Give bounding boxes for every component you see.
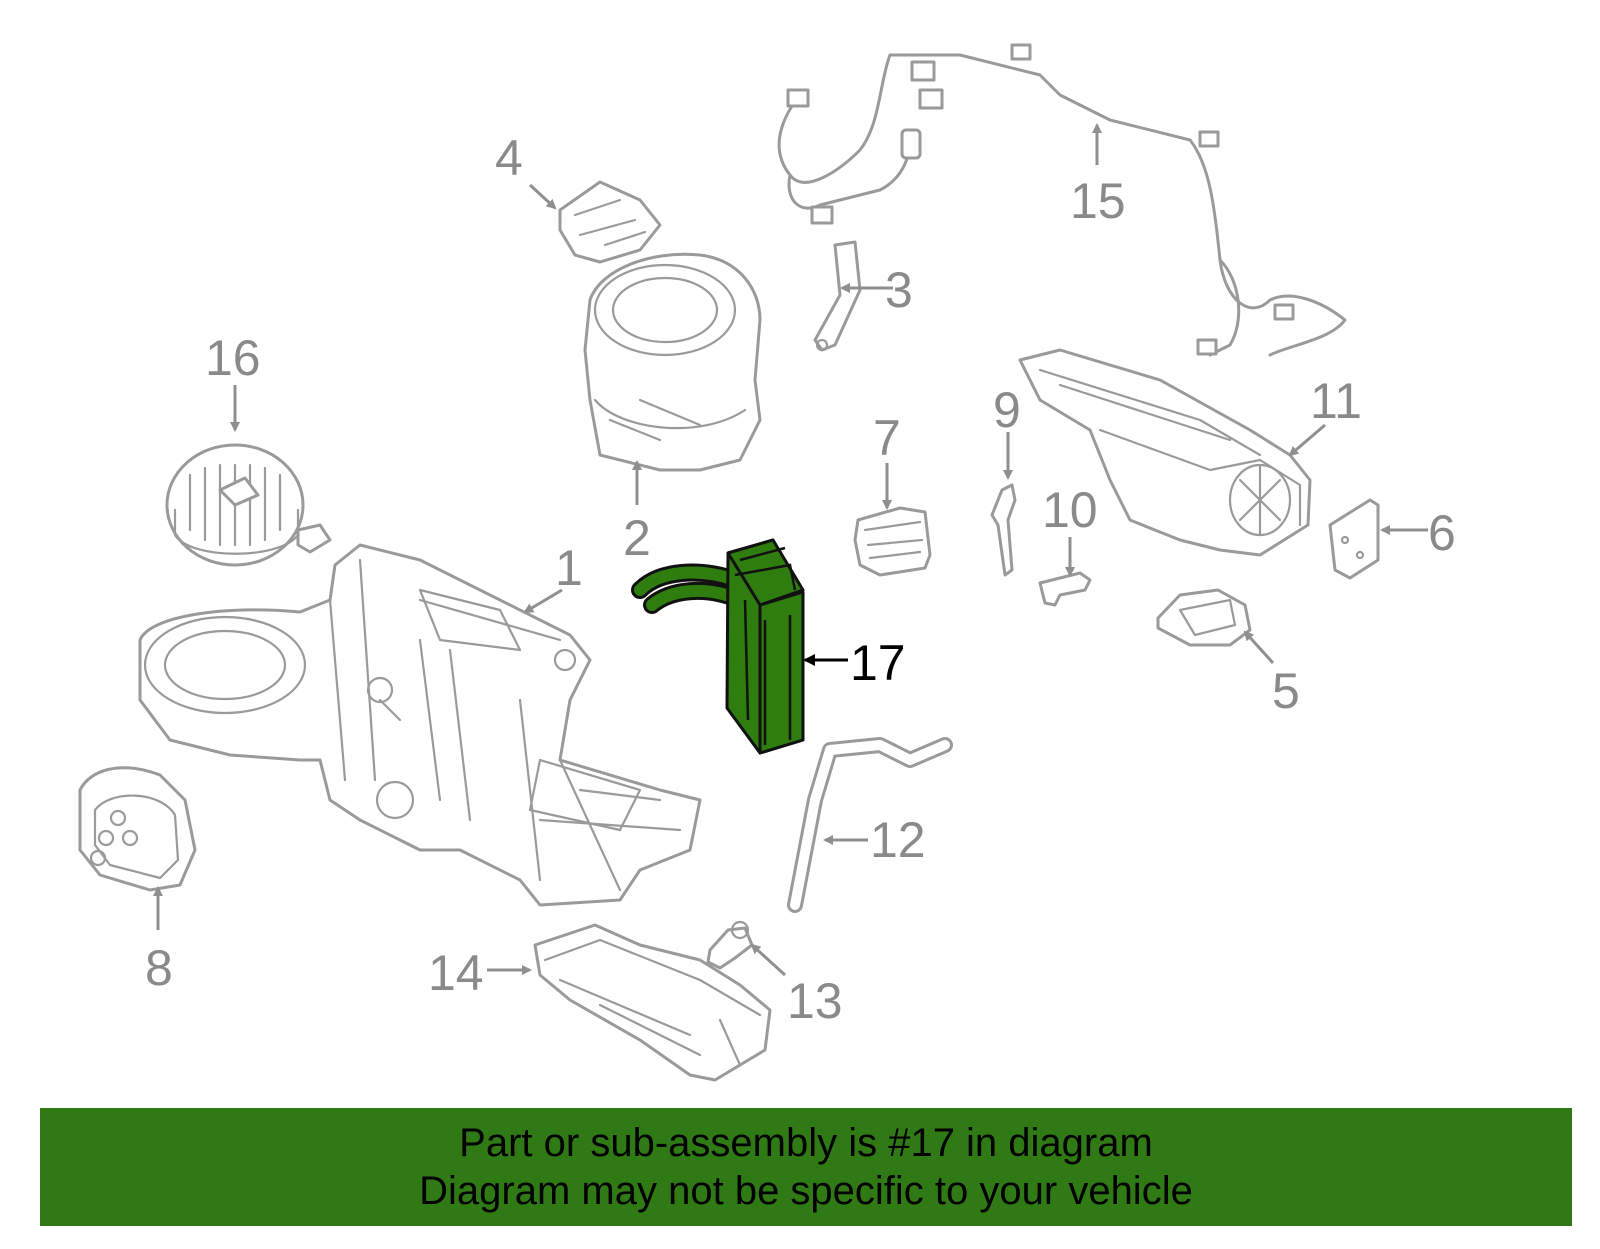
part-13-fitting [706, 920, 754, 970]
callout-5: 5 [1272, 663, 1300, 719]
part-11-duct [1018, 348, 1312, 557]
callout-11: 11 [1310, 373, 1362, 429]
banner-line-1: Part or sub-assembly is #17 in diagram [459, 1121, 1153, 1165]
part-7-module [853, 506, 932, 577]
part-16-blower-motor [165, 443, 332, 567]
callout-2: 2 [623, 510, 651, 566]
callout-6: 6 [1428, 505, 1456, 561]
part-1-hvac-case [138, 543, 702, 907]
callout-13: 13 [787, 973, 843, 1029]
part-4-bracket [558, 180, 662, 264]
part-17-heater-core [631, 538, 805, 755]
callout-9: 9 [993, 382, 1021, 438]
callout-16: 16 [205, 330, 261, 386]
callout-1: 1 [555, 540, 583, 596]
part-12-hose [787, 737, 953, 913]
banner-line-2: Diagram may not be specific to your vehi… [419, 1169, 1193, 1213]
callout-17: 17 [850, 635, 906, 691]
callout-4: 4 [495, 130, 523, 186]
part-2-blower-housing [583, 252, 762, 472]
callout-12: 12 [870, 812, 926, 868]
part-3-link [813, 240, 862, 352]
callout-10: 10 [1042, 482, 1098, 538]
callout-7: 7 [873, 410, 901, 466]
callout-8: 8 [145, 940, 173, 996]
callout-15: 15 [1070, 173, 1126, 229]
part-15-wiring-harness [777, 43, 1347, 357]
part-6-plate [1328, 498, 1380, 580]
part-14-tray [533, 923, 772, 1082]
part-9-rod [990, 483, 1017, 577]
callout-labels: 4 3 15 16 2 1 8 7 9 10 11 6 5 12 13 14 1… [145, 130, 1456, 1029]
part-10-bracket [1038, 571, 1092, 607]
callout-3: 3 [885, 262, 913, 318]
part-5-actuator [1156, 588, 1252, 647]
callout-14: 14 [428, 945, 484, 1001]
info-banner: Part or sub-assembly is #17 in diagram D… [40, 1108, 1572, 1226]
callout-arrows [153, 123, 1428, 977]
part-8-resistor [78, 766, 197, 892]
